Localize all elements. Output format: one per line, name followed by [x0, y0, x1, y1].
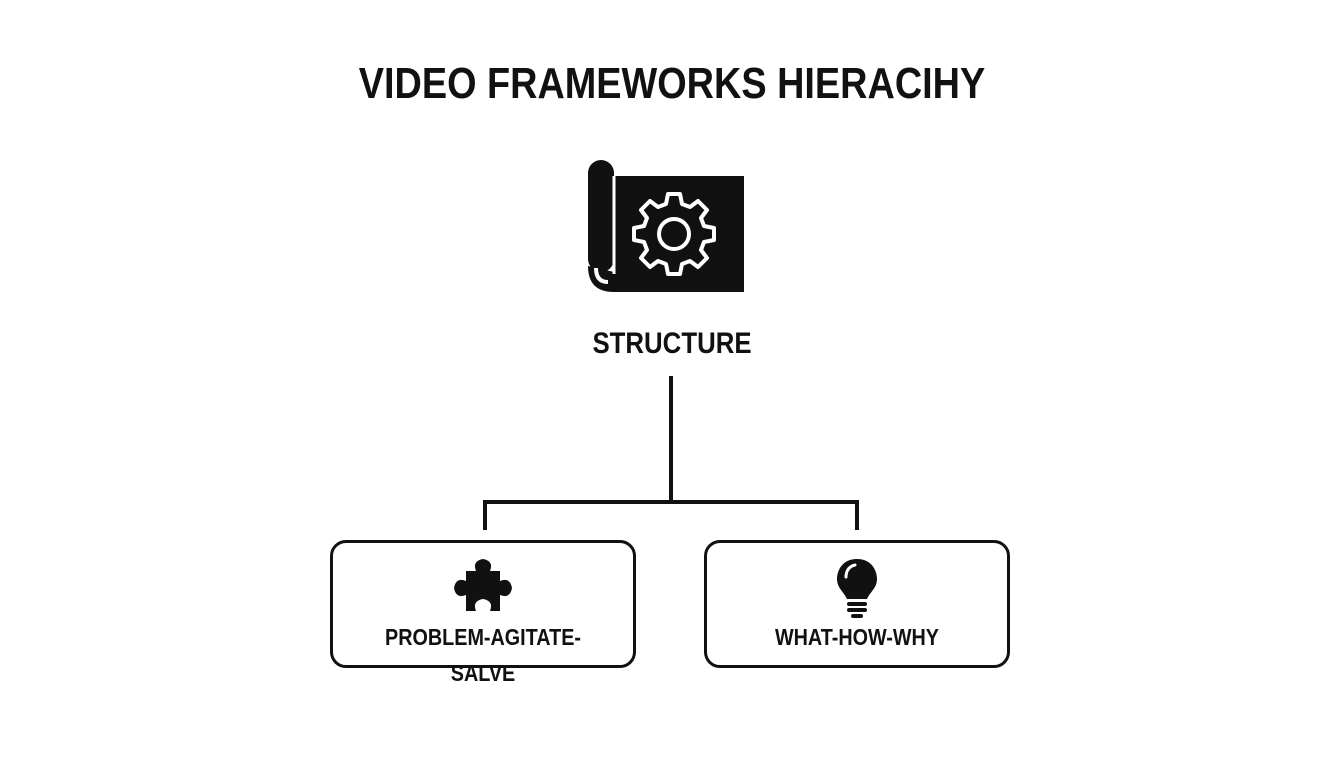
- child-node-label: PROBLEM-AGITATE-SALVE: [385, 624, 581, 686]
- child-node-label: WHAT-HOW-WHY: [774, 624, 940, 650]
- child-node-problem-agitate-salve: PROBLEM-AGITATE-SALVE: [330, 540, 636, 686]
- lightbulb-icon: [837, 559, 877, 618]
- diagram-title: VIDEO FRAMEWORKS HIERACIHY: [358, 59, 986, 108]
- puzzle-piece-icon: [454, 559, 512, 611]
- root-node-label: STRUCTURE: [592, 327, 752, 360]
- blueprint-gear-icon: [588, 160, 744, 292]
- child-node-what-how-why: WHAT-HOW-WHY: [704, 540, 1010, 668]
